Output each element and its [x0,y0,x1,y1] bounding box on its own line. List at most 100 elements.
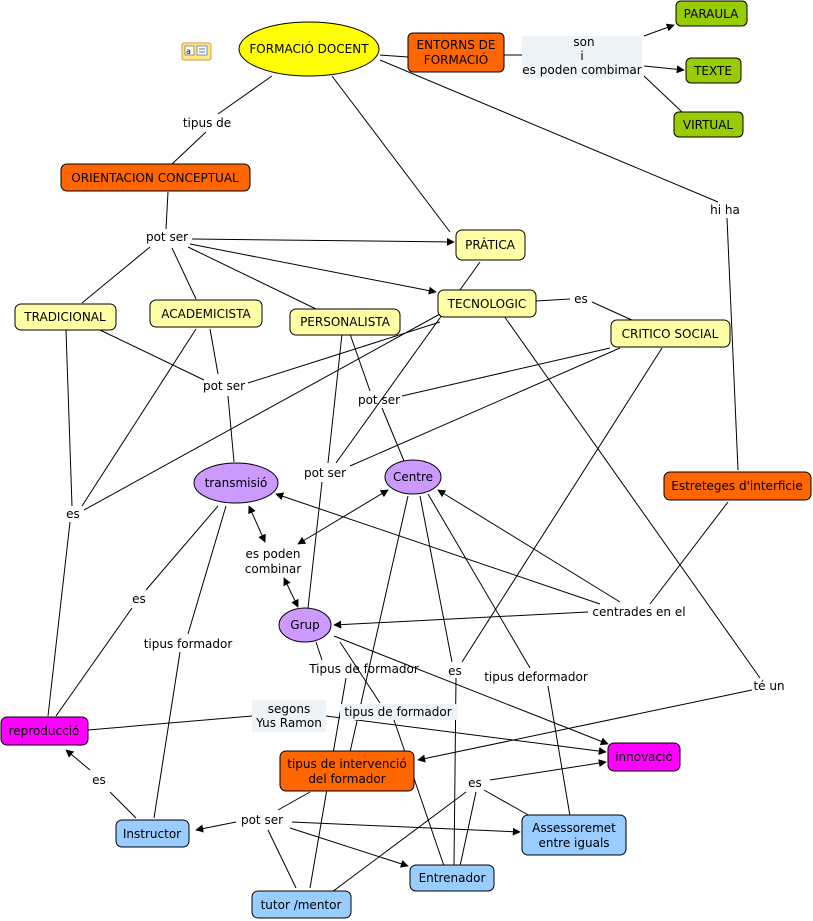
link-label-es: es [92,773,106,787]
link-label-combinar: combinar [245,562,302,576]
node-label: Grup [290,618,319,632]
node-label: tutor /mentor [261,898,342,912]
edge-potser-academicista [171,247,197,300]
edge-potser2-grup [307,481,323,609]
link-label-es: es [66,507,80,521]
edge-es-reproduccio [47,521,71,717]
node-paraula[interactable]: PARAULA [675,0,748,27]
node-entrenador[interactable]: Entrenador [409,864,495,892]
edge-es-critico [591,301,635,322]
link-label-centrades-en-el: centrades en el [592,605,685,619]
node-label: VIRTUAL [683,118,734,132]
node-instructor[interactable]: Instructor [115,819,190,848]
node-tipus-intervencio[interactable]: tipus de intervenció del formador [279,750,415,792]
link-label-bg [522,36,642,78]
edge-tecnologic-es2 [83,313,441,511]
node-orientacion-conceptual[interactable]: ORIENTACION CONCEPTUAL [60,163,251,192]
link-label-es: es [468,776,482,790]
node-critico-social[interactable]: CRITICO SOCIAL [610,319,731,348]
node-label: ENTORNS DE [417,38,496,52]
edge-formacio-hiha [379,59,719,203]
link-label-es: es [574,292,588,306]
node-innovacio[interactable]: innovació [607,742,681,772]
edge-transmisio-combinar [248,505,266,543]
node-label: tipus de intervenció [287,757,406,771]
node-label: PERSONALISTA [300,315,391,329]
node-label: FORMACIÓ DOCENT [249,41,369,56]
link-label-tipus-de: tipus de [183,116,231,130]
node-label: reproducció [9,724,80,738]
edge-potser-pratica [191,237,455,246]
node-label: Entrenador [419,871,486,885]
node-academicista[interactable]: ACADEMICISTA [149,299,263,328]
node-tradicional[interactable]: TRADICIONAL [14,303,117,331]
node-label: PRÀTICA [465,237,516,252]
link-label-combimar: es poden combimar [522,63,641,77]
edge-potser5-tutor [267,829,297,889]
link-labels: son i es poden combimar tipus de hi ha p… [66,35,784,827]
node-entorns-formacio[interactable]: ENTORNS DE FORMACIÓ [407,32,505,73]
link-label-tipus-de-formador: Tipus de formador [308,662,419,676]
edge-potser-personalista [187,246,317,310]
edge-transmisio-es3 [145,505,219,591]
edge-tradicional-potser1 [99,329,205,381]
node-personalista[interactable]: PERSONALISTA [289,308,401,336]
edge-academicista-potser1 [209,328,219,375]
node-formacio-docent[interactable]: FORMACIÓ DOCENT [238,21,380,77]
link-label-pot-ser: pot ser [203,379,245,393]
edge-segons-innovacio [325,715,607,756]
node-transmisio[interactable]: transmisió [193,462,279,504]
edge-centre-es4 [419,495,453,663]
node-label: innovació [615,750,673,764]
node-tutor-mentor[interactable]: tutor /mentor [251,890,352,919]
edge-critico-potser2 [349,347,621,467]
node-centre[interactable]: Centre [384,459,442,495]
node-texte[interactable]: TEXTE [685,57,742,84]
node-assessorament[interactable]: Assessoremet entre iguals [521,814,627,856]
node-tecnologic[interactable]: TECNOLOGIC [437,289,537,318]
edge-tradicional-es [65,329,73,507]
edge-grup-tipusformador2 [315,641,323,661]
link-label-tipus-de-formador: tipus de formador [344,705,451,719]
node-label: ACADEMICISTA [161,307,251,321]
node-label: transmisió [205,476,268,490]
edge-centrades-grup [333,611,589,629]
node-virtual[interactable]: VIRTUAL [673,111,744,138]
node-label: entre iguals [538,836,609,850]
edge-estreteges-centrades [649,501,729,605]
node-label: TECNOLOGIC [447,297,527,311]
node-estreteges-interficie[interactable]: Estreteges d'interficie [663,471,812,501]
edge-tipusformador3-entrenador [393,719,445,867]
node-label: ORIENTACION CONCEPTUAL [71,171,239,185]
node-label: del formador [308,772,385,786]
edge-formacio-tipusde [217,75,273,115]
edge-formacio-entorns [379,54,409,58]
link-label-i: i [580,49,583,63]
edge-centrades-centre [437,489,621,603]
link-label-es-poden: es poden [245,547,300,561]
edge-es5-reproduccio [65,749,91,771]
link-label-tipus-deformador: tipus deformador [484,670,588,684]
node-label: TEXTE [693,64,732,78]
link-label-hi-ha: hi ha [710,203,740,217]
node-label: Assessoremet [532,821,616,835]
node-label: CRITICO SOCIAL [622,327,719,341]
edge-son-texte [643,65,685,74]
node-grup[interactable]: Grup [278,607,332,643]
edges [47,23,761,893]
edge-tecnologic-es [535,298,571,302]
node-reproduccio[interactable]: reproducció [0,716,89,746]
link-label-son: son [573,35,594,49]
node-pratica[interactable]: PRÀTICA [455,229,526,261]
edge-grup-tipusformador3 [339,641,381,704]
node-label: PARAULA [684,7,739,21]
edge-tipusde-orientacion [171,131,207,165]
edge-academicista-es [81,328,197,507]
edge-reproduccio-segons [87,715,253,731]
link-label-pot-ser: pot ser [358,393,400,407]
link-label-pot-ser: pot ser [304,466,346,480]
edge-es6-entrenador [459,791,477,867]
resource-note-icon[interactable]: a [181,42,212,61]
edge-critico-potser3 [401,347,611,397]
